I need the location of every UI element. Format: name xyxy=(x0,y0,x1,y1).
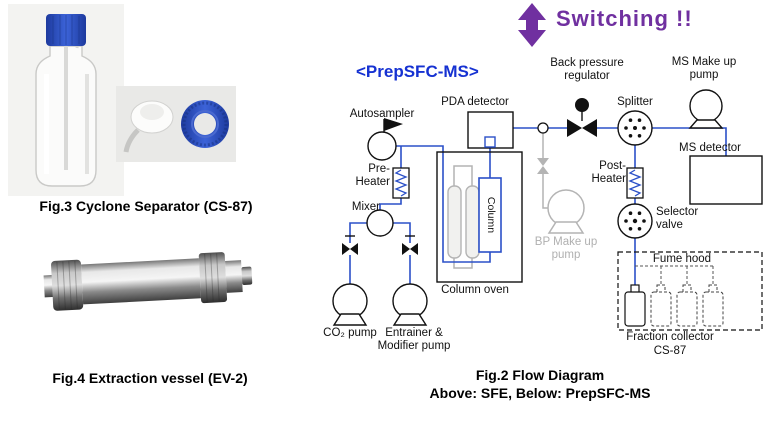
fraction-collector-label: Fraction collector xyxy=(626,331,714,343)
knurl-right xyxy=(204,253,220,302)
pda-detector-label: PDA detector xyxy=(441,96,509,108)
column-oven-box xyxy=(436,151,523,283)
ms-detector-box xyxy=(689,155,763,205)
bottle-3 xyxy=(676,284,698,327)
fraction-distribution-lines xyxy=(635,265,714,285)
ms-makeup-pump-symbol xyxy=(688,89,724,129)
switching-arrow-icon xyxy=(518,3,546,47)
autosampler-symbol xyxy=(367,118,403,161)
entrainer-pump-symbol xyxy=(392,283,428,326)
back-pressure-regulator-symbol xyxy=(567,98,597,137)
bp-makeup-pump-symbol xyxy=(547,189,585,234)
fume-hood-box xyxy=(617,251,763,331)
bottle-2 xyxy=(650,284,672,327)
fraction-bottles xyxy=(624,284,724,327)
column-symbol xyxy=(478,177,502,253)
cap-ribs xyxy=(52,15,80,45)
pre-heater-label: Pre-Heater xyxy=(355,163,390,189)
extraction-vessel-photo xyxy=(43,252,253,311)
mixer-label: Mixer xyxy=(351,201,380,213)
separator-caps-photo xyxy=(116,86,236,162)
post-heater-label: Post-Heater xyxy=(591,160,626,186)
inactive-flow-lines xyxy=(453,133,548,269)
bottle-4 xyxy=(702,284,724,327)
knurl-left xyxy=(56,260,78,310)
fig4-caption: Fig.4 Extraction vessel (EV-2) xyxy=(52,370,248,386)
fume-hood-label: Fume hood xyxy=(652,253,712,265)
splitter-label: Splitter xyxy=(617,96,653,108)
fig3-caption: Fig.3 Cyclone Separator (CS-87) xyxy=(39,198,253,214)
modifier-valve-symbol xyxy=(402,235,418,255)
ms-makeup-pump-label: MS Make up pump xyxy=(671,56,737,82)
back-pressure-regulator-label: Back pressure regulator xyxy=(550,57,624,83)
sfe-vessels-symbol xyxy=(447,185,480,259)
column-label: Column xyxy=(485,196,497,234)
column-oven-label: Column oven xyxy=(441,284,509,296)
fig2-caption-line2: Above: SFE, Below: PrepSFC-MS xyxy=(429,385,651,401)
co2-pump-label: CO₂ pump xyxy=(323,327,377,339)
selector-valve-label: Selector valve xyxy=(656,206,699,232)
autosampler-label: Autosampler xyxy=(349,108,415,120)
bottle-1 xyxy=(624,284,646,327)
co2-valve-symbol xyxy=(342,235,358,255)
junction-node xyxy=(537,122,549,134)
fig2-caption-line1: Fig.2 Flow Diagram xyxy=(475,367,605,383)
splitter-symbol xyxy=(617,110,653,146)
ms-detector-label: MS detector xyxy=(679,142,741,154)
co2-pump-symbol xyxy=(332,283,368,326)
cyclone-separator-photo xyxy=(8,4,124,196)
pda-detector-box xyxy=(467,111,514,149)
selector-valve-symbol xyxy=(617,203,653,239)
fraction-collector-model-label: CS-87 xyxy=(653,345,687,357)
pre-heater-symbol xyxy=(392,167,410,199)
switching-label: Switching !! xyxy=(556,6,693,31)
post-heater-symbol xyxy=(626,167,644,199)
diagram-title: <PrepSFC-MS> xyxy=(356,62,479,81)
bp-valve-symbol xyxy=(537,158,549,174)
bp-makeup-pump-label: BP Make up pump xyxy=(534,236,598,262)
mixer-symbol xyxy=(366,209,394,237)
entrainer-pump-label: Entrainer & Modifier pump xyxy=(377,327,451,353)
